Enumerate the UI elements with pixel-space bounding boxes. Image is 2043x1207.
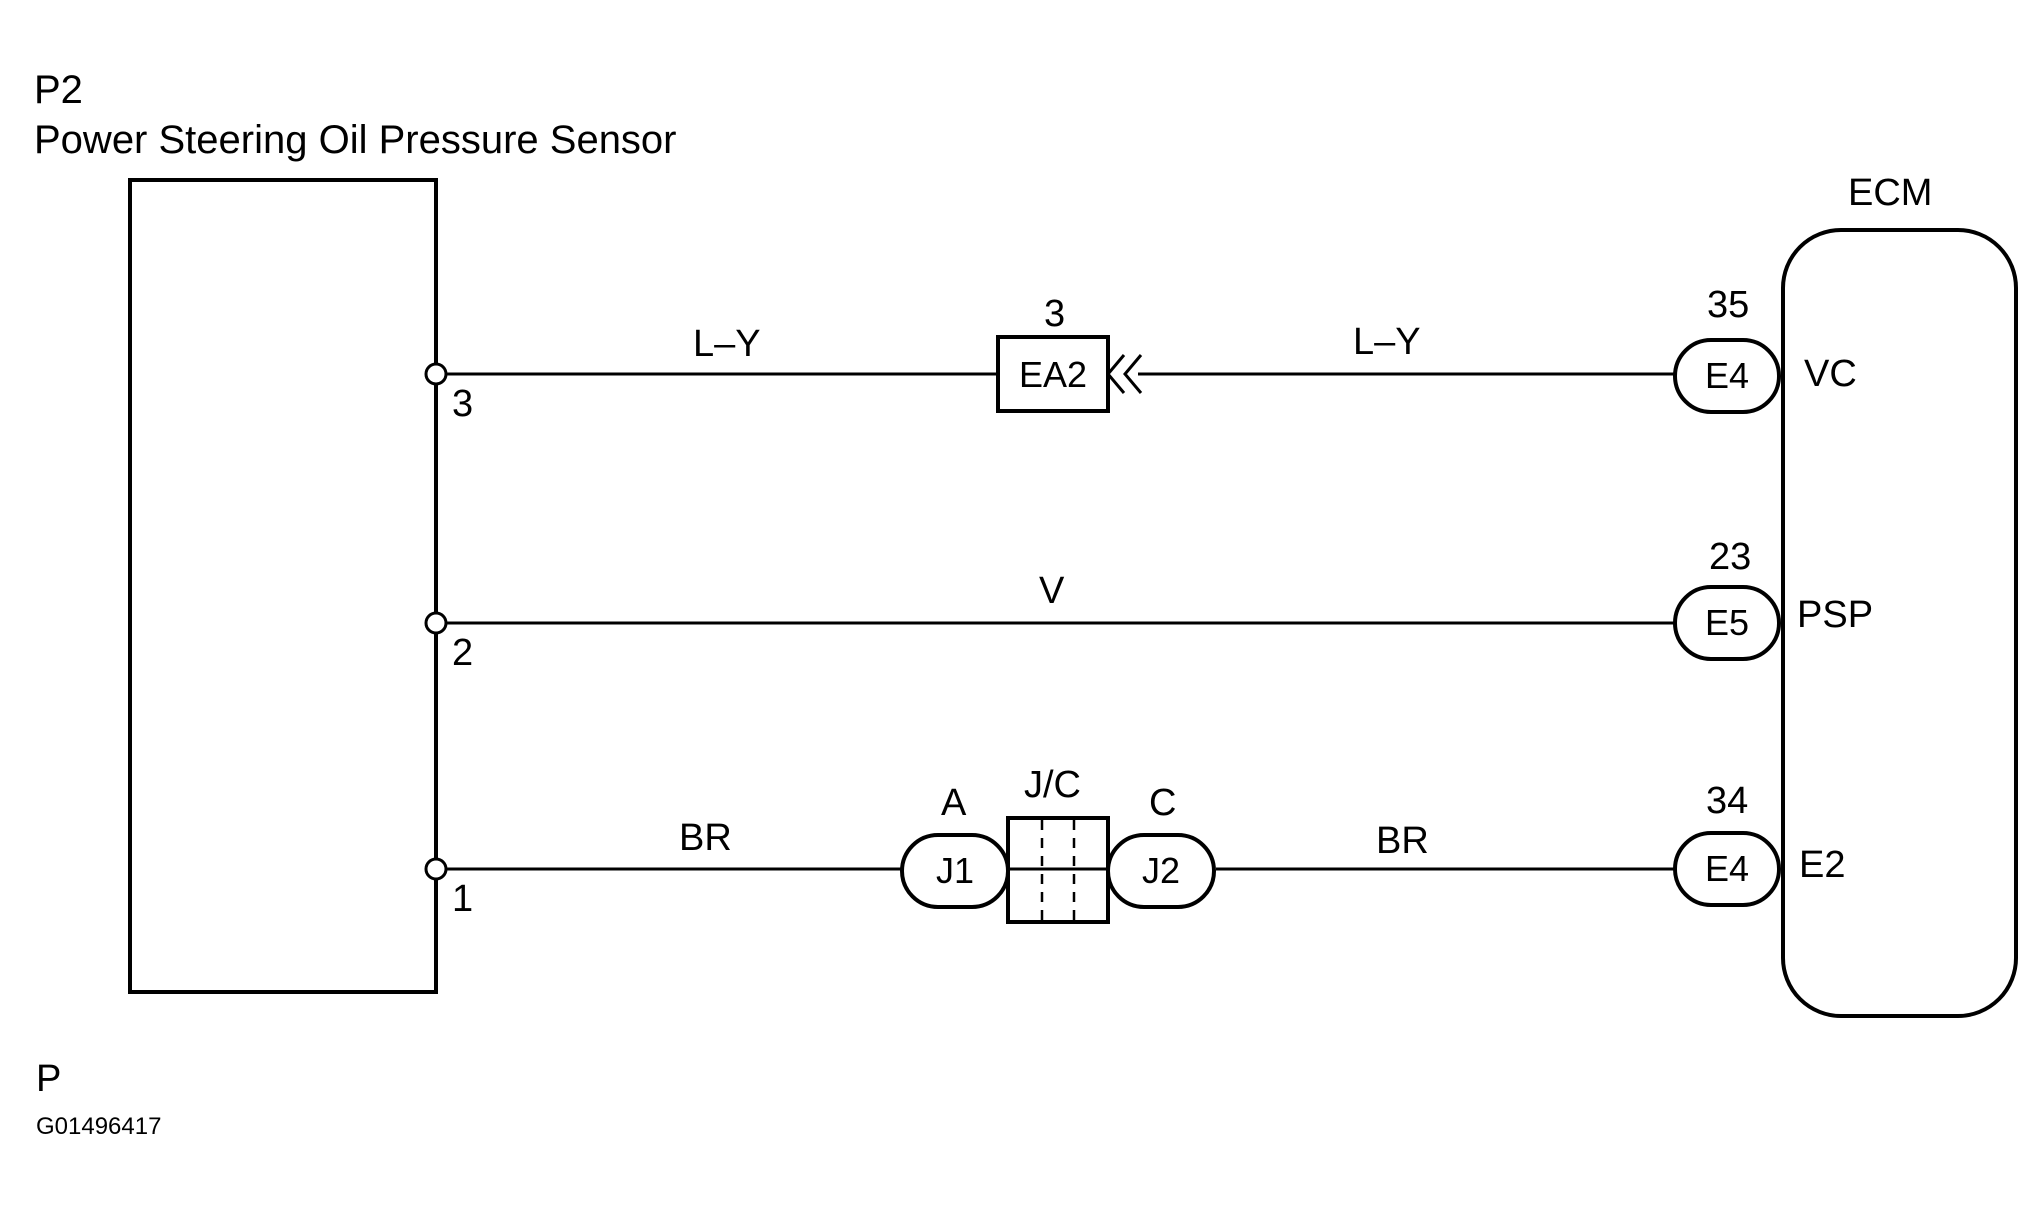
wire-color-label: L–Y (1353, 321, 1421, 363)
ecm-terminal-label: PSP (1797, 594, 1873, 636)
wire-color-label: V (1039, 570, 1065, 612)
connector-arrow-icon (1106, 354, 1143, 394)
sensor-name: Power Steering Oil Pressure Sensor (34, 118, 677, 162)
ecm-connector-pin: 23 (1709, 536, 1751, 578)
wire-psp: 2 V 23 E5 PSP (424, 536, 1873, 674)
sensor-pin-2-terminal (424, 611, 448, 635)
inline-connector-pin: 3 (1044, 293, 1065, 335)
inline-connector-name: EA2 (1019, 354, 1087, 395)
sensor-pin-1-terminal (424, 857, 448, 881)
ecm-terminal-label: E2 (1799, 844, 1845, 886)
ecm-connector-name: E4 (1705, 355, 1749, 396)
ecm-label: ECM (1848, 172, 1932, 214)
junction-right-pin: C (1149, 782, 1176, 824)
ecm-connector-pin: 35 (1707, 284, 1749, 326)
ecm-connector (1673, 585, 1781, 661)
wire-color-label: BR (1376, 820, 1429, 862)
wire-vc: 3 L–Y 3 EA2 L–Y 35 E4 VC (424, 284, 1857, 425)
ecm-connector (1673, 338, 1781, 414)
wire-e2: 1 BR J/C A C J1 J2 BR 34 E4 E2 (424, 764, 1845, 924)
sensor-pin-label: 2 (452, 632, 473, 674)
ecm-connector-name: E4 (1705, 848, 1749, 889)
ecm-connector-name: E5 (1705, 602, 1749, 643)
ecm-connector (1673, 831, 1781, 907)
ecm-connector-pin: 34 (1706, 780, 1748, 822)
wire-color-label: L–Y (693, 323, 761, 365)
sensor-body (128, 178, 438, 994)
sensor-code: P2 (34, 68, 83, 112)
sensor-pin-label: 3 (452, 383, 473, 425)
junction-connector-j2 (1106, 833, 1216, 909)
ecm-body (1781, 228, 2018, 1018)
sensor-pin-label: 1 (452, 878, 473, 920)
junction-left-pin: A (941, 782, 967, 824)
footer-code: P (36, 1058, 61, 1100)
figure-id: G01496417 (36, 1113, 161, 1140)
junction-connector-name: J1 (936, 850, 974, 891)
junction-label: J/C (1024, 764, 1081, 806)
sensor-pin-3-terminal (424, 362, 448, 386)
wire-color-label: BR (679, 817, 732, 859)
junction-connector-name: J2 (1142, 850, 1180, 891)
ecm-terminal-label: VC (1804, 353, 1857, 395)
